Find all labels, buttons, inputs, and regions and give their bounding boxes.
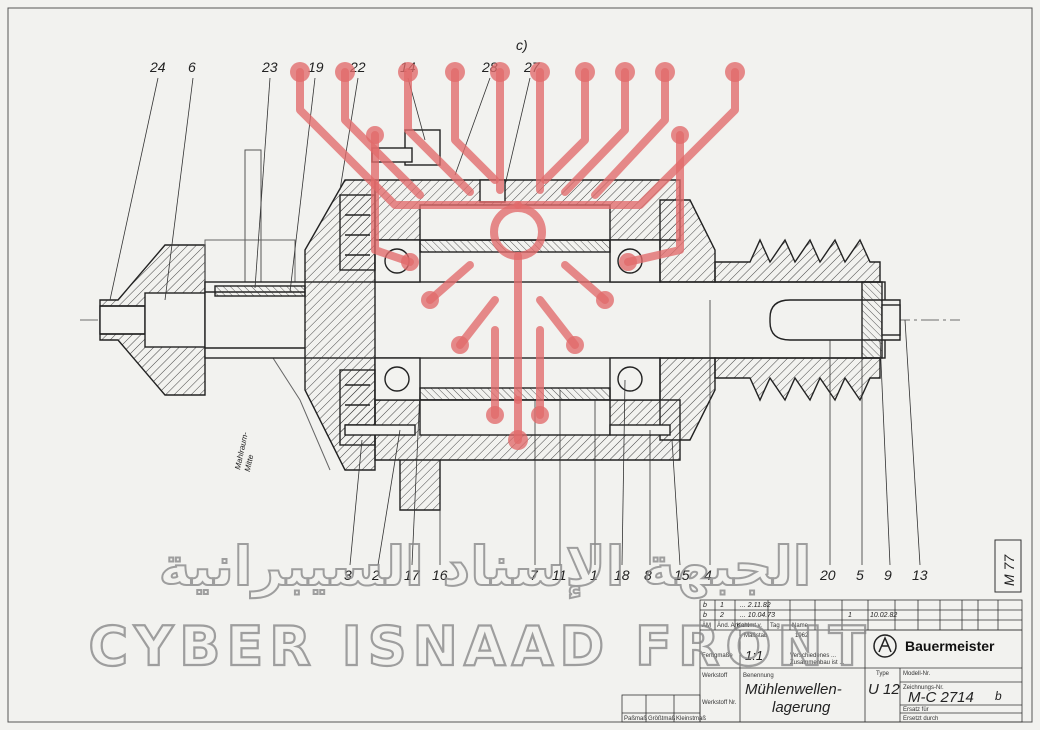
cap-screw-right (609, 424, 671, 436)
callout-2: 2 (371, 567, 380, 583)
tb-werkstoff: Werkstoff (702, 673, 727, 679)
tb-rev-row-3-index: 1 (848, 612, 852, 619)
callout-11: 11 (552, 567, 567, 583)
tb-groesstmass: Größtmaß (648, 716, 676, 722)
company-logo-icon (873, 634, 897, 658)
callout-19: 19 (308, 59, 324, 75)
callout-17: 17 (404, 567, 421, 583)
tb-rev-row-2-note: ... 10.04.73 (740, 612, 775, 619)
callout-9: 9 (884, 567, 892, 583)
callout-13: 13 (912, 567, 928, 583)
tb-scale-value: 1:1 (745, 648, 763, 663)
callout-1: 1 (590, 567, 598, 583)
tb-fertigmasse: Fertigmaße (702, 653, 733, 659)
keyway (214, 285, 306, 297)
company-name: Bauermeister (905, 638, 995, 654)
tb-header-tag: Tag (770, 623, 780, 629)
drawing-title-line2: lagerung (772, 699, 831, 716)
callout-5: 5 (856, 567, 864, 583)
tb-rev-row-1-note: ... 2.11.82 (740, 602, 771, 609)
callout-16: 16 (432, 567, 448, 583)
tb-ersatz-fuer: Ersatz für (903, 707, 929, 713)
title-block (621, 599, 1023, 723)
callout-7: 7 (530, 567, 539, 583)
title-block-text: ÄM Änd. Anzahl Kommt v. Tag Name b 1 ...… (624, 602, 1002, 722)
callout-18: 18 (614, 567, 630, 583)
tb-werkstoff-nr: Werkstoff Nr. (702, 700, 737, 706)
callout-24: 24 (149, 59, 166, 75)
tb-note-1: Verschiedenes ... (790, 653, 836, 659)
cap-screw-left (344, 424, 416, 436)
callout-c: c) (516, 37, 528, 53)
tb-ersetzt-durch: Ersetzt durch (903, 716, 938, 722)
callout-23: 23 (261, 59, 278, 75)
sheet-border (7, 7, 1033, 723)
tb-note-2: Zusammenbau ist ... (790, 660, 845, 666)
nose-bolt (99, 305, 146, 335)
callout-20: 20 (819, 567, 836, 583)
corner-tag-box (994, 539, 1022, 593)
tb-rev-row-3-note: 10.02.82 (870, 612, 897, 619)
end-washer (861, 281, 883, 359)
watermark-latin: CYBER ISNAAD FRONT (89, 615, 872, 678)
tb-scale-label: Maßstab (744, 633, 768, 639)
callout-6: 6 (188, 59, 196, 75)
tb-rev-row-1-index: 1 (720, 602, 724, 609)
tb-date-cell: 1962 (795, 633, 809, 639)
spacer-sleeve-top (419, 239, 611, 253)
tb-header-kommt: Kommt v. (737, 623, 762, 629)
tb-header-am: ÄM (702, 622, 711, 629)
housing-foot (399, 460, 441, 511)
tb-kleinstmass: Kleinstmaß (676, 716, 706, 722)
tb-modell-label: Modell-Nr. (903, 671, 931, 677)
callout-3: 3 (344, 567, 352, 583)
tb-header-name: Name (792, 623, 809, 629)
shaft-assembly-drawing (80, 129, 960, 511)
v-belt-pulley (714, 238, 881, 283)
callout-4: 4 (704, 567, 712, 583)
bearing-left-bottom (374, 357, 421, 401)
corner-tag: M 77 (1001, 554, 1017, 586)
circuit-logo-overlay (290, 62, 745, 450)
tb-zeichnungs-label: Zeichnungs-Nr. (903, 685, 944, 691)
drawing-revision: b (995, 689, 1002, 703)
tb-header-aend: Änd. Anzahl (717, 622, 749, 629)
tb-type-value: U 12 (868, 681, 900, 698)
drawing-title-line1: Mühlenwellen- (745, 681, 842, 698)
callout-15: 15 (674, 567, 690, 583)
callout-8: 8 (644, 567, 652, 583)
watermark-arabic: الجبهة الإسناد السيبرانية (159, 535, 812, 598)
tb-rev-row-2-index: 2 (719, 612, 724, 619)
tb-rev-row-1-mark: b (703, 602, 707, 609)
leader-lines (109, 77, 921, 566)
callouts-bottom: 3 2 17 16 7 11 1 18 8 15 4 20 5 9 13 (344, 567, 928, 583)
tb-passmass: Paßmaß (624, 716, 647, 722)
tb-rev-row-2-mark: b (703, 612, 707, 619)
drawing-number: M-C 2714 (908, 689, 974, 706)
tb-type-label: Type (876, 671, 890, 677)
tb-benennung-label: Benennung (743, 673, 774, 679)
housing-right-cover (659, 199, 716, 283)
mill-center-label: Mahlraum- Mitte (233, 429, 260, 473)
